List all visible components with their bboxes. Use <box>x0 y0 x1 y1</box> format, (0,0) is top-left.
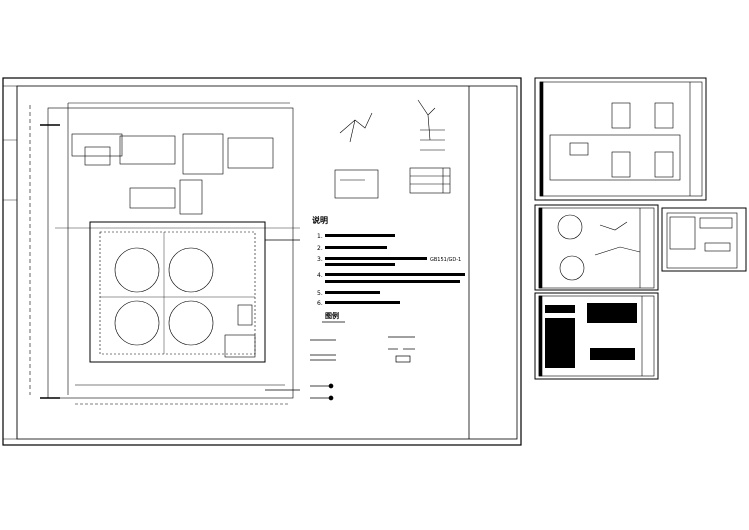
notes-title: 说明 <box>312 215 328 225</box>
sheet-specifications <box>534 292 659 380</box>
main-sheet <box>2 77 522 446</box>
legend-title: 图例 <box>325 311 339 320</box>
note-2: 2. <box>317 245 323 252</box>
note-5: 5. <box>317 290 323 297</box>
legend-symbols <box>310 321 415 401</box>
note-1: 1. <box>317 233 323 240</box>
sheet-process-flow <box>534 77 707 201</box>
notes-list: 1. 2. 3. GB151/GD-1 4. 5. 6. <box>317 233 461 307</box>
note-3: 3. <box>317 256 323 263</box>
note-4: 4. <box>317 272 323 279</box>
detail-drawings <box>334 99 451 199</box>
sheet-details <box>534 204 659 291</box>
note-6: 6. <box>317 300 323 307</box>
site-plan <box>29 102 300 405</box>
sheet-equipment <box>661 207 747 272</box>
note-text-lines <box>325 234 465 304</box>
note-3-standard: GB151/GD-1 <box>430 257 461 263</box>
